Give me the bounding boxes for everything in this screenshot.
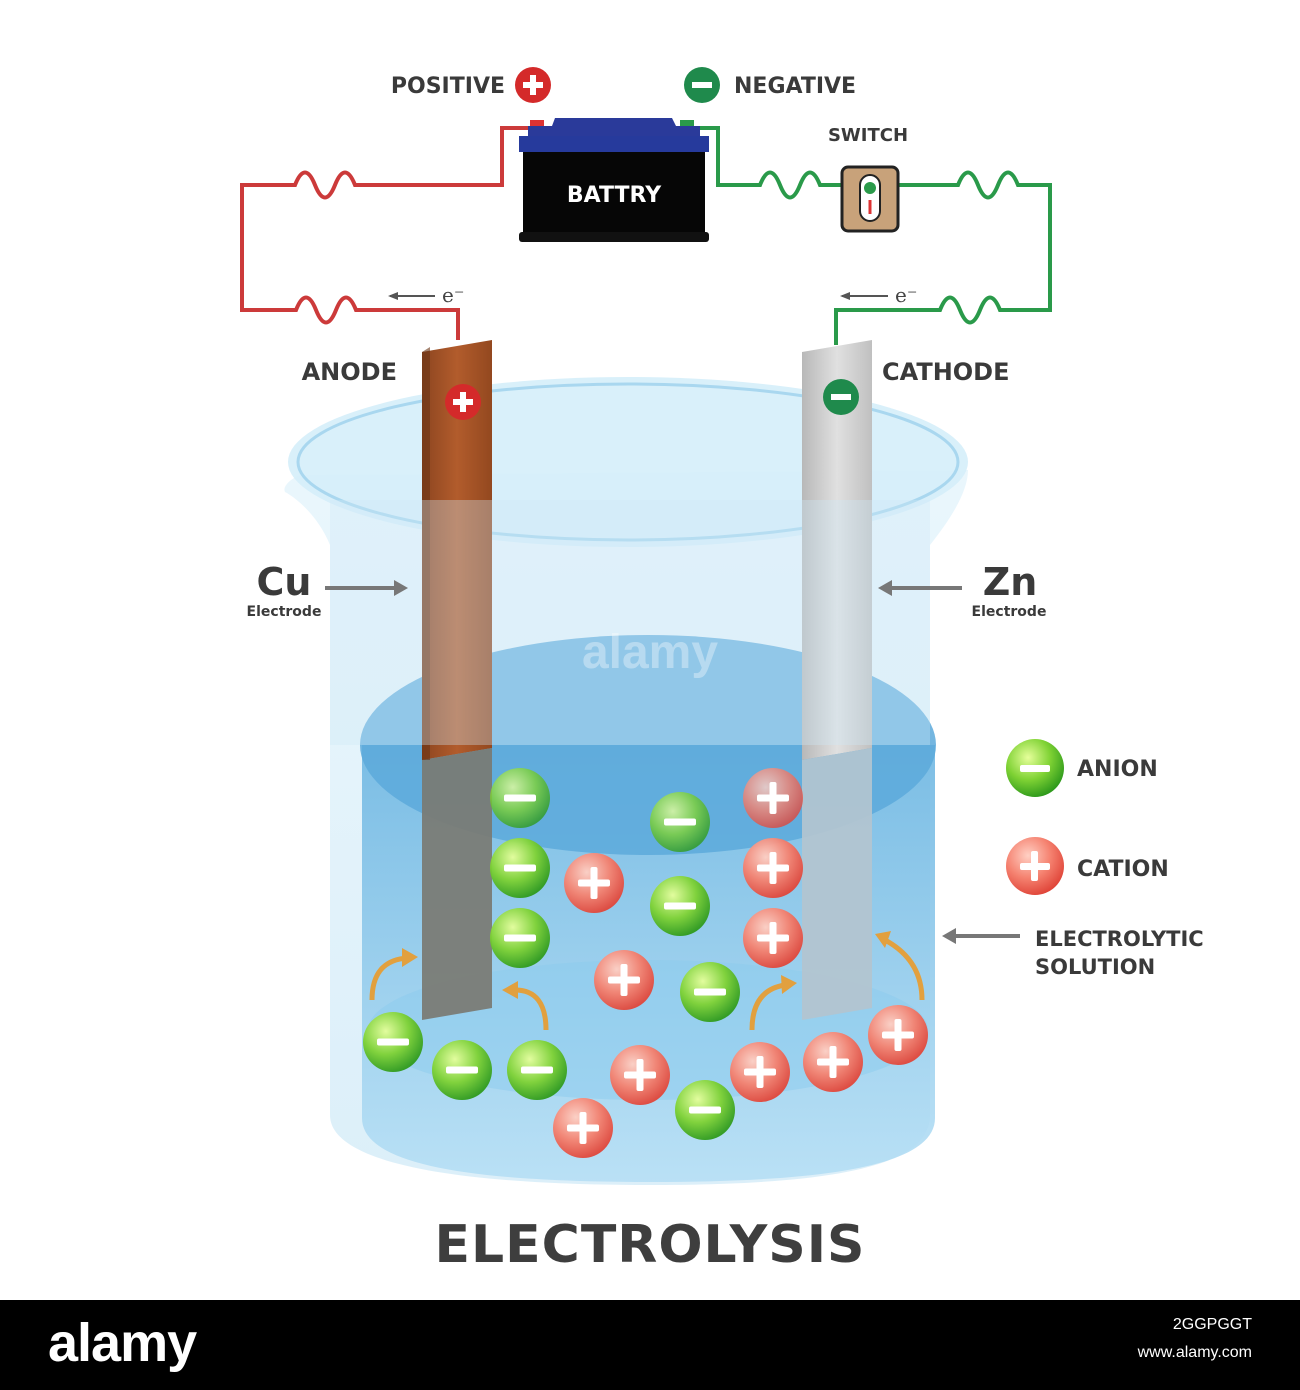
minus-icon bbox=[684, 67, 720, 103]
minus-icon bbox=[694, 988, 726, 996]
cation bbox=[553, 1098, 613, 1158]
minus-icon bbox=[664, 818, 696, 826]
curved-arrow-icon bbox=[402, 948, 418, 967]
footer-logo: alamy bbox=[48, 1313, 197, 1373]
curved-arrow-icon bbox=[369, 937, 925, 1031]
cation bbox=[610, 1045, 670, 1105]
toggle-switch-icon[interactable] bbox=[840, 165, 900, 233]
electrolysis-diagram: e⁻ e⁻ BATTRY POSITIVE NEGATIVE SWITCH AN… bbox=[240, 67, 1204, 1275]
minus-icon bbox=[504, 934, 536, 942]
ions bbox=[363, 768, 928, 1158]
wire-positive bbox=[240, 126, 530, 340]
minus-icon bbox=[823, 379, 859, 415]
cation bbox=[743, 768, 803, 828]
cu-electrode-label: Electrode bbox=[247, 604, 322, 620]
anion bbox=[650, 876, 710, 936]
site-url: www.alamy.com bbox=[1137, 1344, 1252, 1361]
anion bbox=[363, 1012, 423, 1072]
anion bbox=[432, 1040, 492, 1100]
legend-cation: CATION bbox=[1006, 837, 1169, 895]
minus-icon bbox=[689, 1106, 721, 1114]
curved-arrow-icon bbox=[781, 975, 797, 994]
cathode-label: CATHODE bbox=[882, 358, 1010, 386]
cu-symbol: Cu bbox=[257, 560, 312, 604]
legend-anion: ANION bbox=[1006, 739, 1158, 797]
anode-label: ANODE bbox=[302, 358, 397, 386]
arrow-left-icon bbox=[878, 580, 962, 596]
cation bbox=[868, 1005, 928, 1065]
anion bbox=[490, 768, 550, 828]
cation bbox=[743, 908, 803, 968]
minus-icon bbox=[504, 794, 536, 802]
arrow-left-icon bbox=[942, 928, 956, 944]
diagram-title: ELECTROLYSIS bbox=[435, 1215, 866, 1275]
cation-label: CATION bbox=[1077, 857, 1169, 882]
zn-symbol: Zn bbox=[983, 560, 1038, 604]
anion bbox=[680, 962, 740, 1022]
electron-flow-cathode: e⁻ bbox=[840, 283, 917, 307]
arrow-right-icon bbox=[325, 580, 408, 596]
minus-icon bbox=[377, 1038, 409, 1046]
legend-solution: ELECTROLYTIC SOLUTION bbox=[942, 927, 1204, 979]
anion bbox=[490, 838, 550, 898]
electron-label: e⁻ bbox=[442, 283, 464, 307]
anion bbox=[507, 1040, 567, 1100]
zn-electrode-label: Electrode bbox=[972, 604, 1047, 620]
zinc-electrode bbox=[802, 340, 872, 1020]
watermark: alamy bbox=[582, 626, 718, 679]
anion-label: ANION bbox=[1077, 757, 1158, 782]
solution-label-line1: ELECTROLYTIC bbox=[1035, 927, 1204, 951]
battery-icon: BATTRY bbox=[519, 118, 709, 242]
image-id: 2GGPGGT bbox=[1172, 1316, 1252, 1333]
minus-icon bbox=[504, 864, 536, 872]
plus-icon bbox=[445, 384, 481, 420]
minus-icon bbox=[664, 902, 696, 910]
cation bbox=[743, 838, 803, 898]
cation bbox=[594, 950, 654, 1010]
anion bbox=[490, 908, 550, 968]
switch-label: SWITCH bbox=[828, 125, 908, 146]
cation bbox=[803, 1032, 863, 1092]
curved-arrow-icon bbox=[502, 981, 518, 999]
minus-icon bbox=[521, 1066, 553, 1074]
anion bbox=[675, 1080, 735, 1140]
anion bbox=[650, 792, 710, 852]
copper-electrode bbox=[422, 340, 492, 1020]
wire-negative bbox=[690, 126, 1052, 345]
solution-label-line2: SOLUTION bbox=[1035, 955, 1155, 979]
electron-flow-anode: e⁻ bbox=[388, 283, 464, 307]
footer-bar: alamy 2GGPGGT www.alamy.com bbox=[0, 1300, 1300, 1390]
battery-label: BATTRY bbox=[567, 183, 662, 208]
electron-label: e⁻ bbox=[895, 283, 917, 307]
plus-icon bbox=[515, 67, 551, 103]
negative-label: NEGATIVE bbox=[734, 74, 856, 99]
minus-icon bbox=[446, 1066, 478, 1074]
cation bbox=[564, 853, 624, 913]
curved-arrow-icon bbox=[875, 931, 891, 948]
cation bbox=[730, 1042, 790, 1102]
positive-label: POSITIVE bbox=[391, 74, 505, 99]
